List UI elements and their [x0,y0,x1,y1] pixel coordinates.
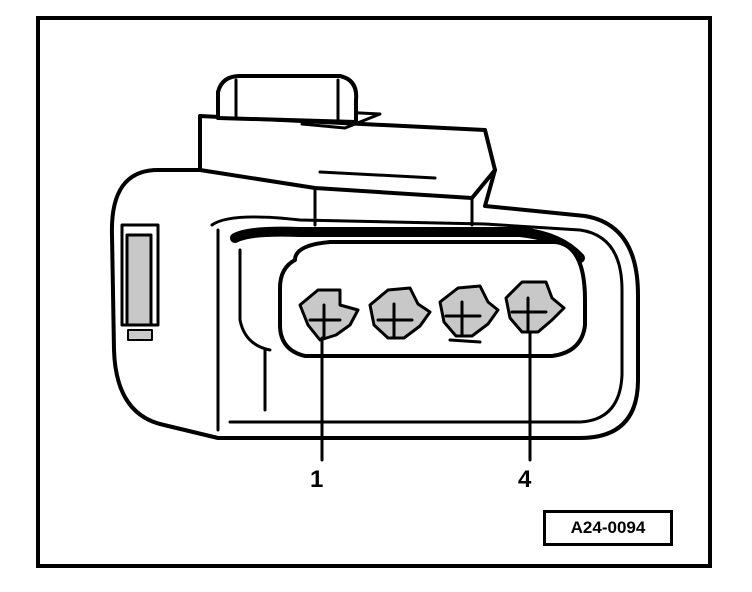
connector-diagram [109,74,640,462]
figure-frame: 1 4 A24-0094 [36,16,712,568]
figure-id-label: A24-0094 [543,510,673,546]
callout-label-1: 1 [310,466,324,493]
pin-cavity-2 [368,286,432,340]
pin-face [278,240,587,358]
pin-cavity-3 [438,284,500,338]
pin-cavity-4 [504,280,566,334]
callout-label-4: 4 [518,466,532,493]
latch-hinge [216,74,359,124]
pin-cavity-1 [298,288,360,342]
